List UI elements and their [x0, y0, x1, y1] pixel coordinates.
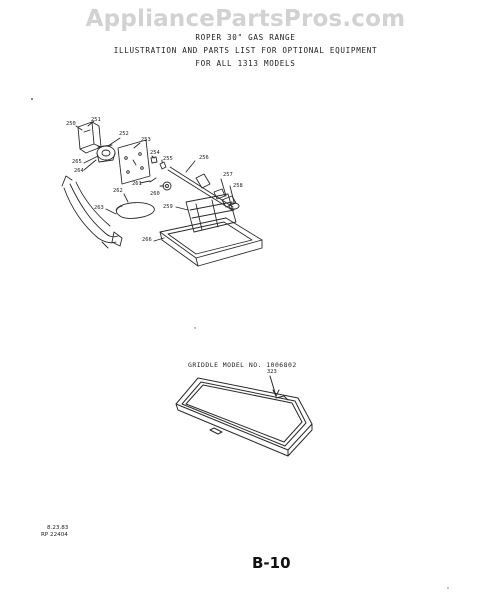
part-label-252: 252: [119, 131, 129, 137]
watermark-text: AppliancePartsPros.com: [85, 6, 406, 32]
part-label-264: 264: [74, 168, 84, 174]
page-number: B-10: [252, 554, 291, 572]
part-label-257: 257: [223, 172, 233, 178]
part-rack-259: [185, 193, 237, 233]
part-label-259: 259: [163, 204, 173, 210]
part-label-260: 260: [150, 191, 160, 197]
part-label-262: 262: [113, 188, 123, 194]
header-models: FOR ALL 1313 MODELS: [195, 59, 296, 68]
footer-rp-number: RP 22404: [41, 532, 68, 538]
griddle-tray: [175, 375, 313, 457]
part-label-263: 263: [94, 205, 104, 211]
part-label-255: 255: [163, 156, 173, 162]
part-label-256: 256: [199, 155, 209, 161]
part-label-250: 250: [66, 121, 76, 127]
part-label-266: 266: [142, 237, 152, 243]
header-subtitle: ILLUSTRATION AND PARTS LIST FOR OPTIONAL…: [113, 46, 378, 55]
griddle-part-label: 323: [267, 369, 277, 375]
part-label-254: 254: [150, 150, 160, 156]
part-label-265: 265: [72, 159, 82, 165]
part-pan-266: [159, 217, 263, 267]
part-label-261: 261: [132, 181, 142, 187]
part-label-251: 251: [91, 117, 101, 123]
part-cord-262: [115, 202, 155, 219]
header-title: ROPER 30" GAS RANGE: [195, 33, 296, 42]
part-harness-263: [61, 175, 123, 249]
part-label-253: 253: [141, 137, 151, 143]
part-bracket-250: [77, 121, 102, 154]
footer-date: 8.23.83: [47, 525, 69, 531]
griddle-title: GRIDDLE MODEL NO. 1006802: [188, 361, 297, 369]
part-label-258: 258: [233, 183, 243, 189]
part-motor-252: [96, 144, 116, 163]
part-plate-253: [117, 139, 151, 185]
